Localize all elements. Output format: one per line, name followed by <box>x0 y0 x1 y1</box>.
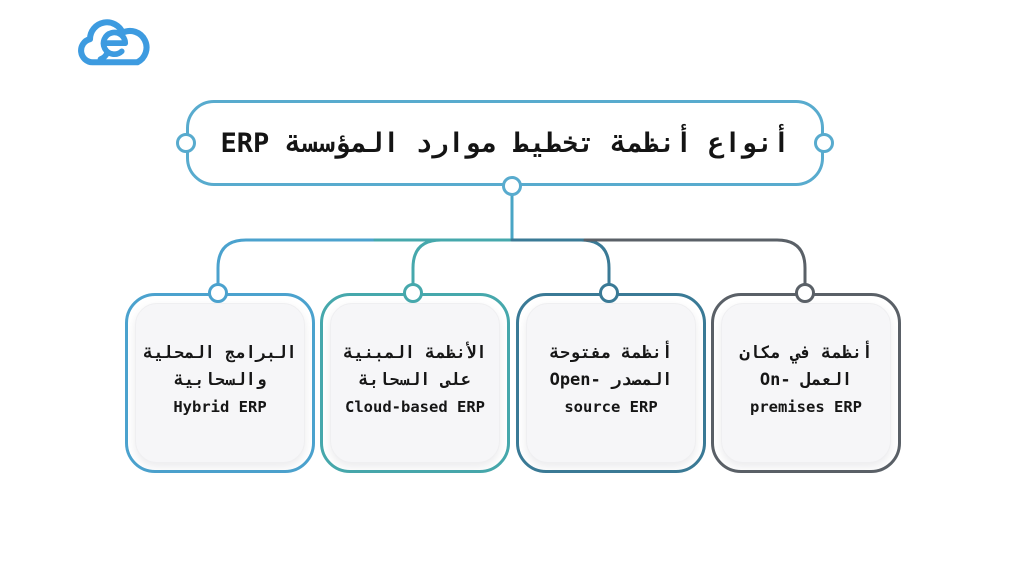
card-line: والسحابية <box>173 370 267 390</box>
card-open-source-erp: أنظمة مفتوحة Open- المصدر source ERP <box>516 293 706 473</box>
card-line: الأنظمة المبنية <box>343 343 487 363</box>
card-hybrid-erp: البرامج المحلية والسحابية Hybrid ERP <box>125 293 315 473</box>
cloud-e-logo-icon <box>78 19 150 66</box>
card-line: على السحابة <box>358 370 472 390</box>
card-line: أنظمة مفتوحة <box>549 343 673 363</box>
card-line: Cloud-based ERP <box>345 398 485 416</box>
card-line: source ERP <box>564 398 658 416</box>
card-panel <box>526 303 696 463</box>
card-line: أنظمة في مكان <box>739 343 873 363</box>
card-text: أنظمة مفتوحة Open- المصدر source ERP <box>523 340 699 421</box>
page-title: أنواع أنظمة تخطيط موارد المؤسسة ERP <box>220 127 790 159</box>
card-line: Hybrid ERP <box>173 398 267 416</box>
card-text: البرامج المحلية والسحابية Hybrid ERP <box>132 340 308 421</box>
card-panel <box>721 303 891 463</box>
card-line: البرامج المحلية <box>143 343 297 363</box>
card-on-premises-erp: أنظمة في مكان On- العمل premises ERP <box>711 293 901 473</box>
card-line: Open- المصدر <box>549 370 673 390</box>
card-panel <box>330 303 500 463</box>
card-line: premises ERP <box>750 398 862 416</box>
card-text: الأنظمة المبنية على السحابة Cloud-based ER… <box>327 340 503 421</box>
title-box: أنواع أنظمة تخطيط موارد المؤسسة ERP <box>186 100 824 186</box>
card-cloud-based-erp: الأنظمة المبنية على السحابة Cloud-based ER… <box>320 293 510 473</box>
card-panel <box>135 303 305 463</box>
card-line: On- العمل <box>759 370 853 390</box>
card-text: أنظمة في مكان On- العمل premises ERP <box>718 340 894 421</box>
